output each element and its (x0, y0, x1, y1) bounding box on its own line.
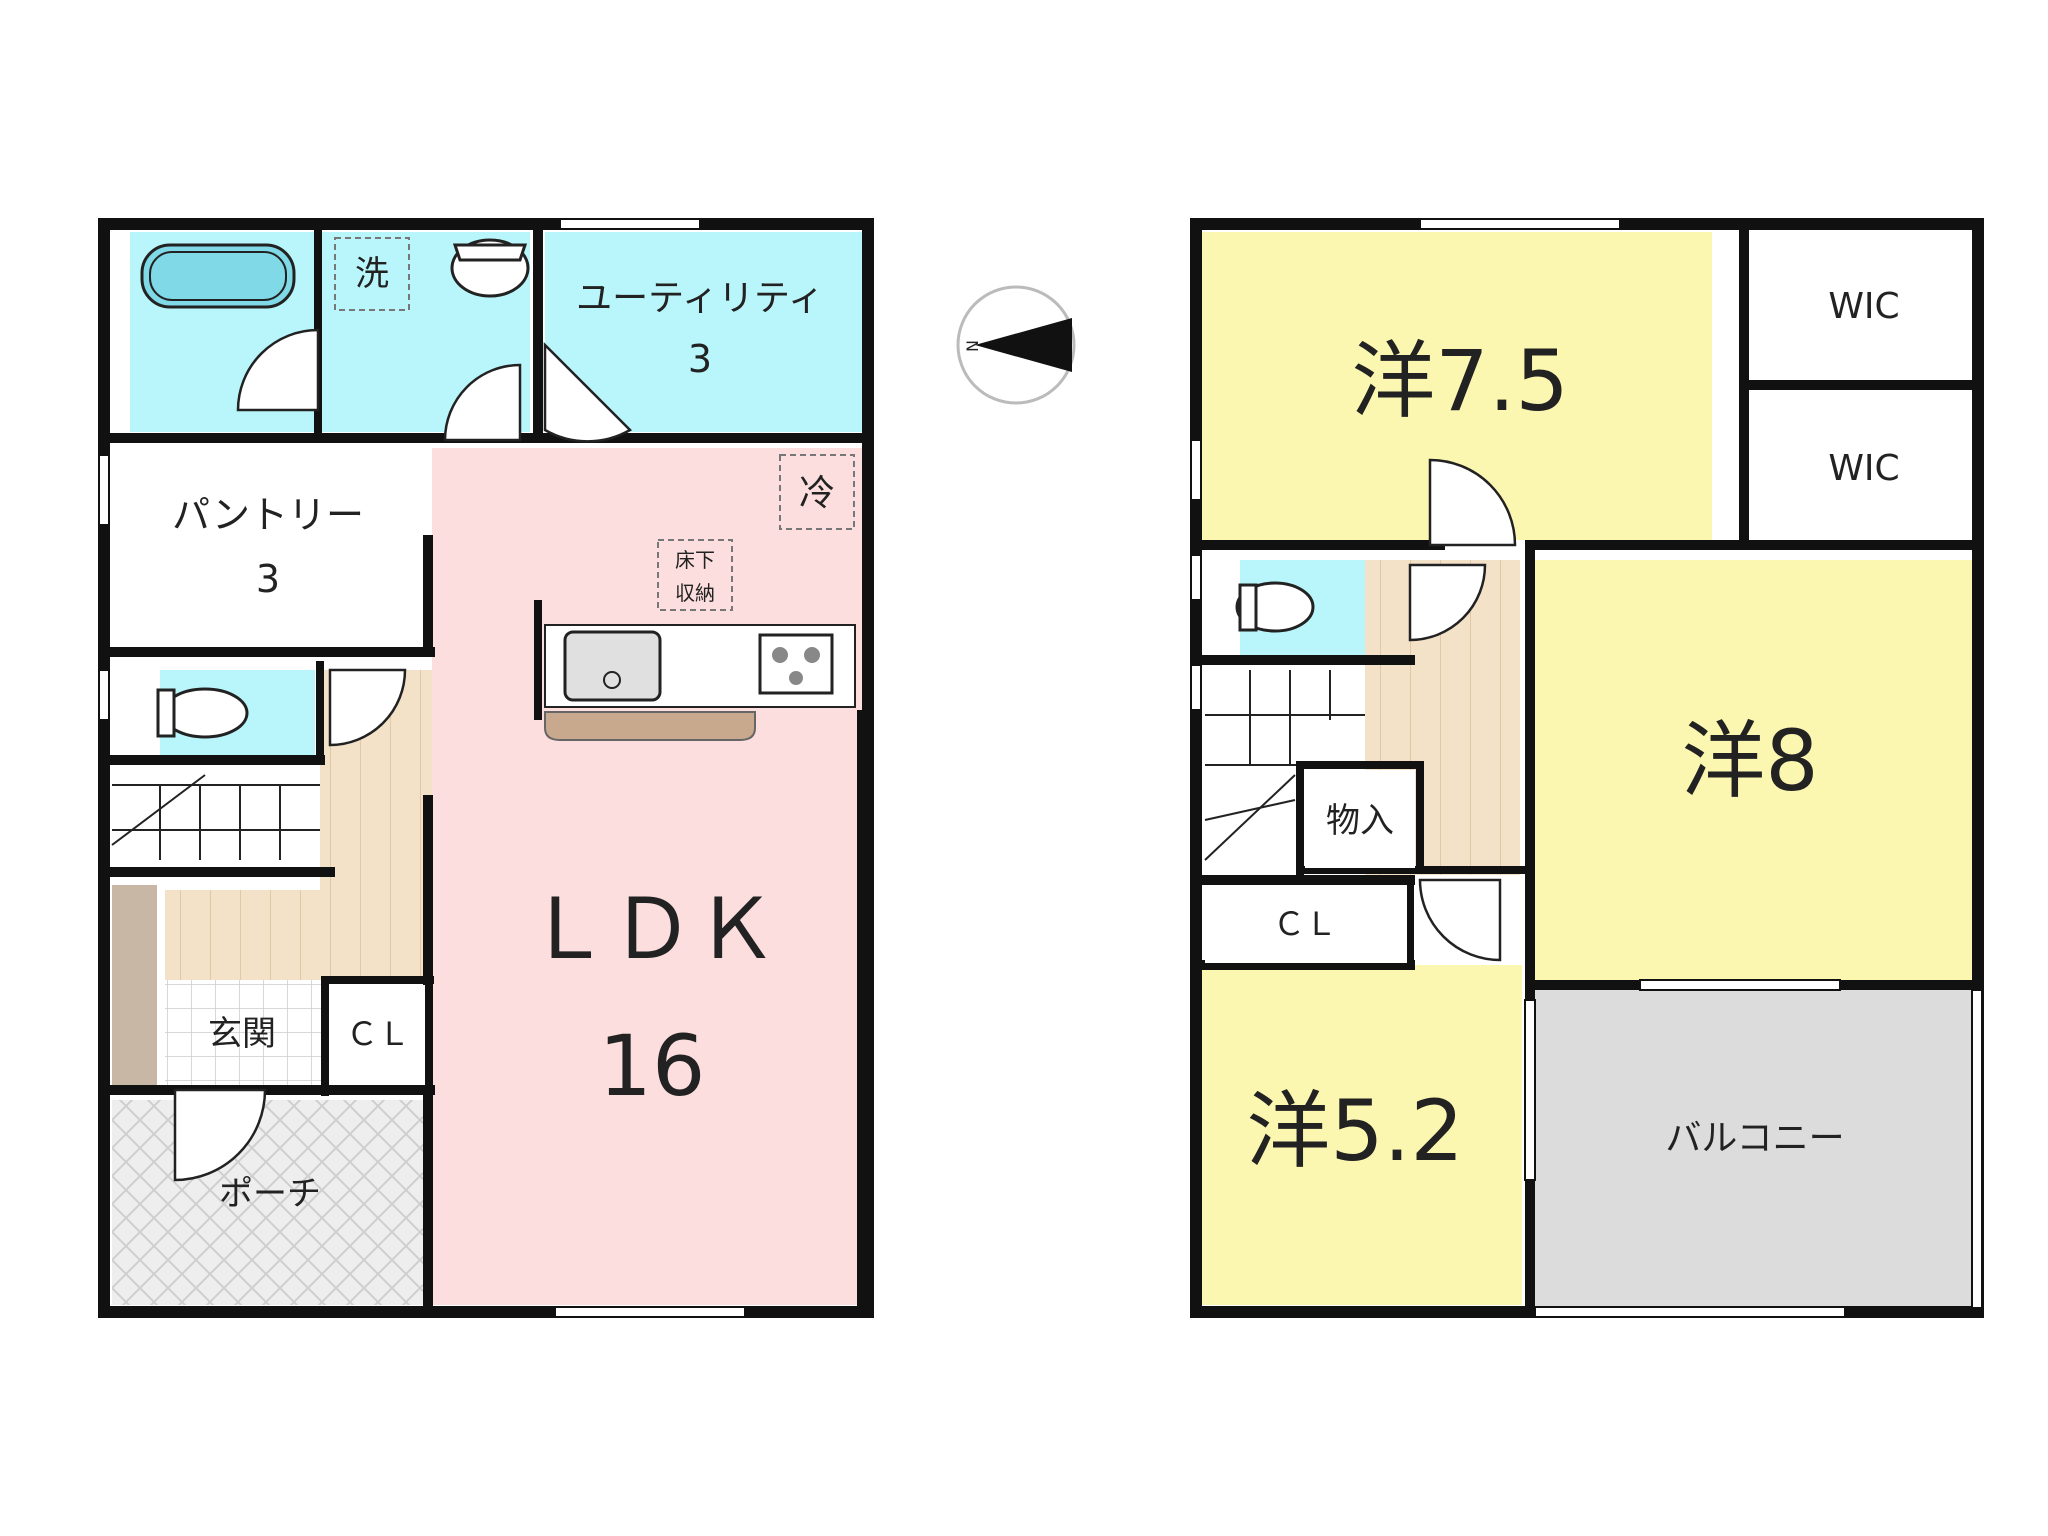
bathtub (140, 243, 296, 309)
floor2-toilet (1235, 581, 1315, 633)
closet1-label: ＣＬ (346, 1015, 410, 1053)
storage-box (1305, 770, 1415, 868)
underfloor-line2: 収納 (675, 581, 715, 605)
closet1-box (330, 985, 425, 1085)
wic2-label: WIC (1828, 448, 1899, 489)
hall1-fill (165, 890, 432, 980)
compass (956, 285, 1076, 405)
balcony-label: バルコニー (1665, 1118, 1844, 1159)
wic2-fill (1755, 393, 1977, 543)
porch-label: ポーチ (219, 1174, 321, 1214)
balcony-fill (1535, 990, 1971, 1308)
porch-fill (112, 1100, 430, 1305)
stairs2-steps (1204, 670, 1365, 861)
room-b-label: 洋8 (1681, 712, 1818, 810)
room-c-label: 洋5.2 (1246, 1082, 1464, 1180)
wash-mark: 洗 (355, 254, 389, 294)
closet2-box (1205, 885, 1407, 963)
kitchen-bar (544, 711, 756, 741)
room-c-fill (1202, 965, 1522, 1305)
room-b-fill (1535, 560, 1973, 980)
underfloor-storage-box (657, 539, 733, 611)
floor-2 (1190, 218, 1984, 1318)
compass-needle (975, 318, 1072, 372)
entrance-fill (165, 980, 325, 1085)
floor1-windows (98, 218, 746, 1318)
room-a-label: 洋7.5 (1351, 332, 1569, 430)
pantry-size: 3 (256, 557, 280, 601)
utility-label: ユーティリティ (576, 278, 824, 319)
ldk-label: ＬＤＫ (526, 880, 778, 978)
floor1-doors (173, 328, 633, 1182)
kitchen-sink (563, 630, 662, 702)
pantry-fill (110, 448, 432, 648)
ldk-fill (432, 448, 865, 1305)
washing-machine-space (334, 237, 410, 311)
pantry-label: パントリー (172, 493, 364, 537)
storage-label: 物入 (1326, 801, 1394, 841)
closet2-label: ＣＬ (1273, 905, 1337, 943)
floor2-doors (1408, 458, 1517, 962)
utility-size: 3 (688, 337, 712, 381)
fridge-space (779, 454, 855, 530)
underfloor-line1: 床下 (675, 548, 715, 572)
shoe-cabinet (112, 885, 157, 1085)
floor2-windows (1190, 218, 1983, 1318)
ldk-size: 16 (599, 1017, 706, 1115)
stairs1-steps (111, 774, 320, 860)
wic1-label: WIC (1828, 286, 1899, 327)
entrance-label: 玄関 (208, 1014, 276, 1054)
floor-1 (98, 218, 874, 1318)
floor1-toilets (156, 238, 530, 739)
fridge-mark: 冷 (799, 473, 835, 514)
compass-north-label: N (963, 340, 982, 352)
wic1-fill (1755, 232, 1977, 377)
